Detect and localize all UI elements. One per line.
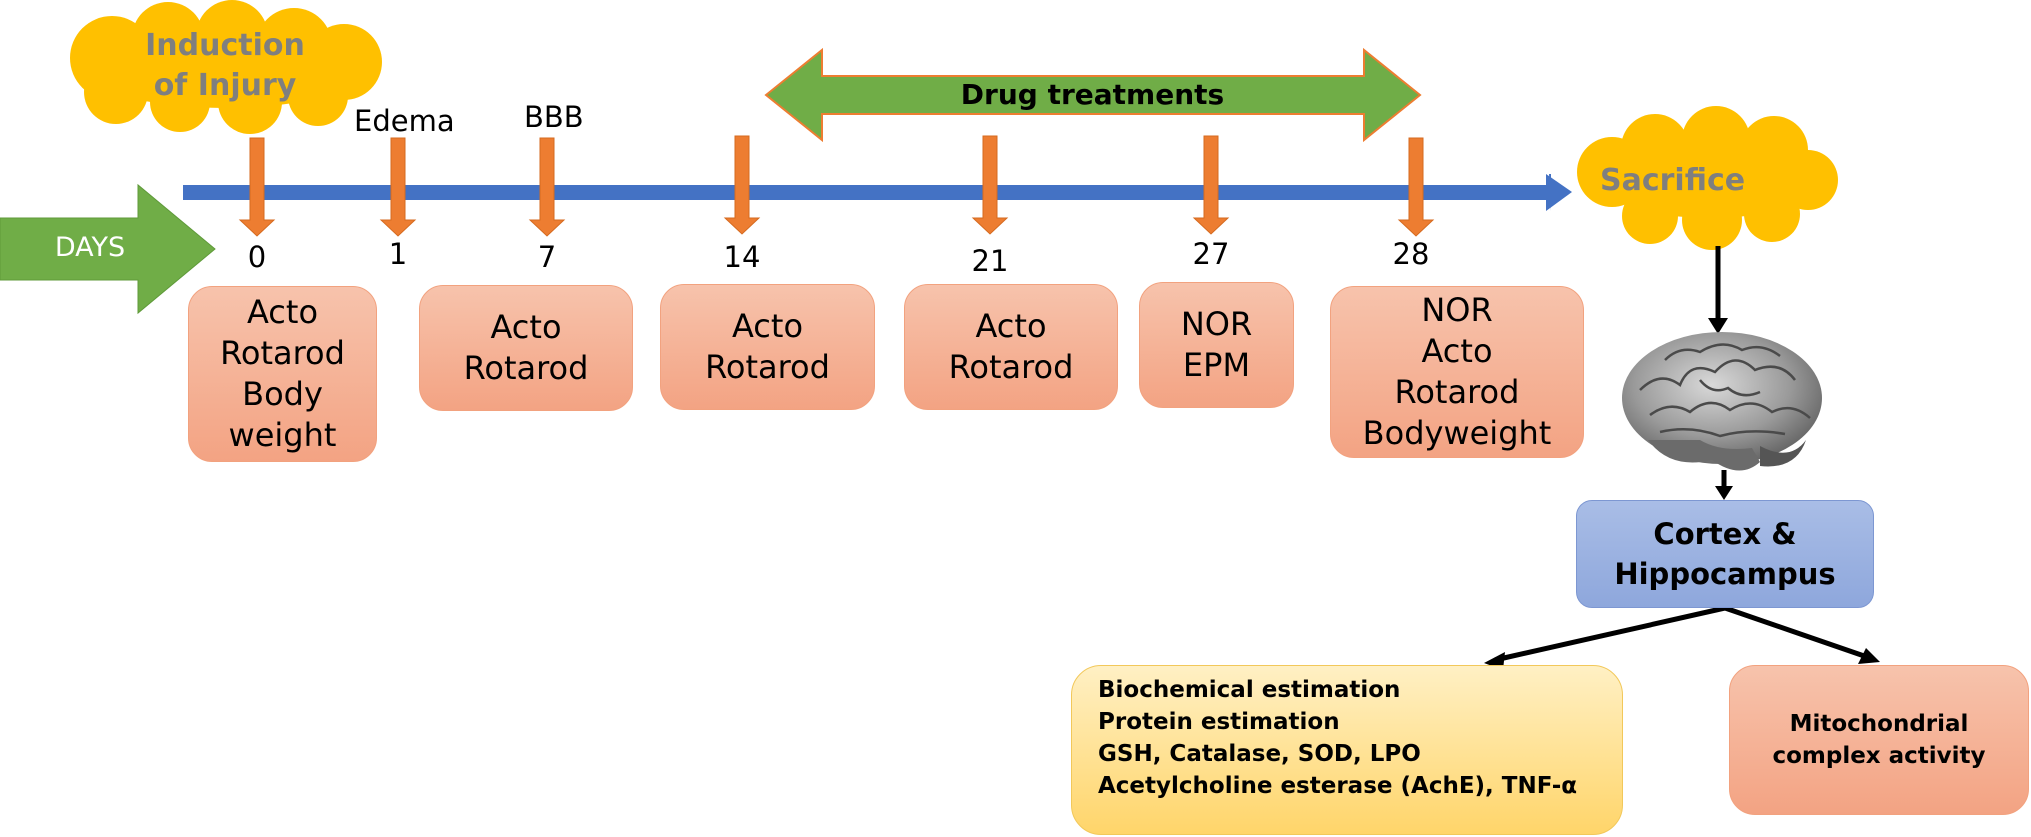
biochem-line: Biochemical estimation — [1098, 677, 1401, 703]
timeline-head — [1546, 174, 1572, 211]
day-arrow-1 — [379, 137, 417, 237]
drug-treatments-label: Drug treatments — [960, 78, 1225, 111]
days-label: DAYS — [54, 232, 126, 263]
days-arrow — [0, 183, 216, 315]
biochem-line: Protein estimation — [1098, 709, 1340, 735]
test-box-day-7: Acto Rotarod — [419, 285, 633, 411]
drug-treatment-arrow — [764, 47, 1422, 143]
day-arrow-27 — [1192, 135, 1230, 235]
day-number: 27 — [1192, 237, 1230, 271]
day-number: 21 — [971, 244, 1009, 278]
cortex-hippocampus-box: Cortex & Hippocampus — [1576, 500, 1874, 608]
day-arrow-21 — [971, 135, 1009, 235]
biochemical-box: Biochemical estimation Protein estimatio… — [1071, 665, 1623, 835]
sacrifice-label: Sacrifice — [1600, 163, 1746, 198]
test-box-day-0: Acto Rotarod Body weight — [188, 286, 377, 462]
brain-image — [1622, 332, 1822, 471]
day-number: 0 — [247, 240, 267, 274]
day-number: 28 — [1392, 237, 1430, 271]
test-box-day-21: Acto Rotarod — [904, 284, 1118, 410]
day-arrow-7 — [528, 137, 566, 237]
day-arrow-28 — [1397, 137, 1435, 237]
day-number: 1 — [388, 237, 408, 271]
timeline-line — [183, 185, 1551, 200]
day-arrow-0 — [238, 137, 276, 237]
induction-of-injury-label: Induction of Injury — [145, 28, 305, 103]
edema-label: Edema — [354, 104, 455, 138]
day-number: 14 — [723, 240, 761, 274]
biochem-line: GSH, Catalase, SOD, LPO — [1098, 741, 1421, 767]
test-box-day-28: NOR Acto Rotarod Bodyweight — [1330, 286, 1584, 458]
test-box-day-14: Acto Rotarod — [660, 284, 875, 410]
sacrifice-cloud — [1577, 106, 1838, 250]
bbb-label: BBB — [524, 100, 584, 134]
injury-cloud — [70, 0, 382, 134]
biochem-line: Acetylcholine esterase (AchE), TNF-α — [1098, 773, 1578, 799]
day-number: 7 — [537, 240, 557, 274]
test-box-day-27: NOR EPM — [1139, 282, 1294, 408]
day-arrow-14 — [723, 135, 761, 235]
mitochondrial-box: Mitochondrial complex activity — [1729, 665, 2029, 815]
flow-connectors — [1484, 246, 1880, 670]
day-arrows — [238, 135, 1435, 237]
